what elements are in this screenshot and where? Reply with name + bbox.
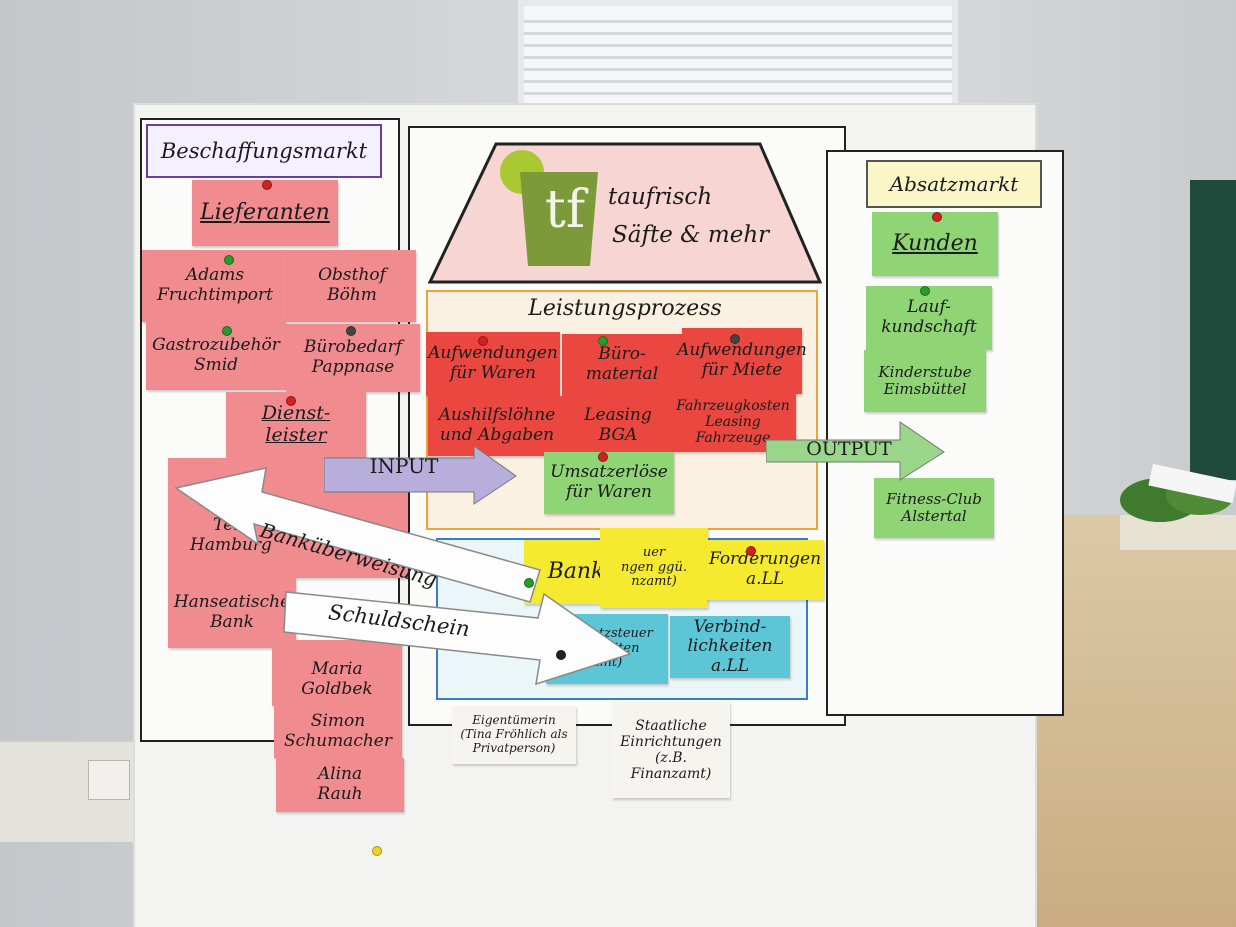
pin [346,326,356,336]
expense-fahrzeug: Fahrzeugkosten Leasing Fahrzeuge [670,392,796,452]
pin [478,336,488,346]
pin [932,212,942,222]
supplier-obsthof: Obsthof Böhm [288,250,416,322]
expense-leasing-bga: Leasing BGA [566,396,670,456]
receivables-note: Forderungen a.LL [706,540,824,600]
company-roof [427,142,823,284]
debt-note-arrow [283,591,632,686]
supplier-buero: Bürobedarf Pappnase [286,324,420,392]
window-blinds [518,0,958,120]
company-tagline: Säfte & mehr [612,222,770,248]
pin [556,650,566,660]
pin [746,546,756,556]
beschaffungsmarkt-title: Beschaffungsmarkt [146,124,382,178]
logo-text: tf [544,180,586,240]
dienstleister-heading: Dienst- leister [226,392,366,458]
pin [222,326,232,336]
customer-laufkundschaft: Lauf- kundschaft [866,286,992,350]
pin [920,286,930,296]
juice-glass-logo [500,150,598,266]
customer-kinderstube: Kinderstube Eimsbüttel [864,350,986,412]
pin [372,846,382,856]
output-label: OUTPUT [806,438,892,460]
pin [730,334,740,344]
supplier-bank: Hanseatische Bank [168,578,296,648]
pin [224,255,234,265]
expense-bueromaterial: Büro- material [562,334,682,396]
state-note: Staatliche Einrichtungen (z.B. Finanzamt… [612,702,730,798]
employee-simon: Simon Schumacher [274,706,402,758]
green-wall-panel [1190,180,1236,480]
light-switch [88,760,130,800]
lieferanten-heading: Lieferanten [192,180,338,246]
company-name: taufrisch [608,184,713,210]
liabilities-note: Verbind- lichkeiten a.LL [670,616,790,678]
input-label: INPUT [369,454,439,478]
leistungsprozess-title: Leistungsprozess [528,296,722,321]
employee-alina: Alina Rauh [276,758,404,812]
pin [524,578,534,588]
pin [286,396,296,406]
output-arrow [766,421,945,481]
employee-maria: Maria Goldbek [272,640,402,706]
owner-note: Eigentümerin (Tina Fröhlich als Privatpe… [452,706,576,764]
input-arrow [324,446,517,505]
expense-miete: Aufwendungen für Miete [677,328,807,394]
pin [262,180,272,190]
bank-transfer-arrow [174,467,541,603]
revenue-note: Umsatzerlöse für Waren [544,452,674,514]
pin [598,336,608,346]
supplier-gastro: Gastrozubehör Smid [146,322,286,390]
customer-fitness: Fitness-Club Alstertal [874,478,994,538]
kunden-heading: Kunden [872,212,998,276]
supplier-adams: Adams Fruchtimport [142,250,288,322]
tax-claims-note: uer ngen ggü. nzamt) [600,528,708,608]
pin [598,452,608,462]
expense-aushilfsloehne: Aushilfslöhne und Abgaben [428,396,566,456]
expense-waren: Aufwendungen für Waren [426,332,560,396]
absatzmarkt-title: Absatzmarkt [866,160,1042,208]
potted-plant [1120,463,1236,550]
